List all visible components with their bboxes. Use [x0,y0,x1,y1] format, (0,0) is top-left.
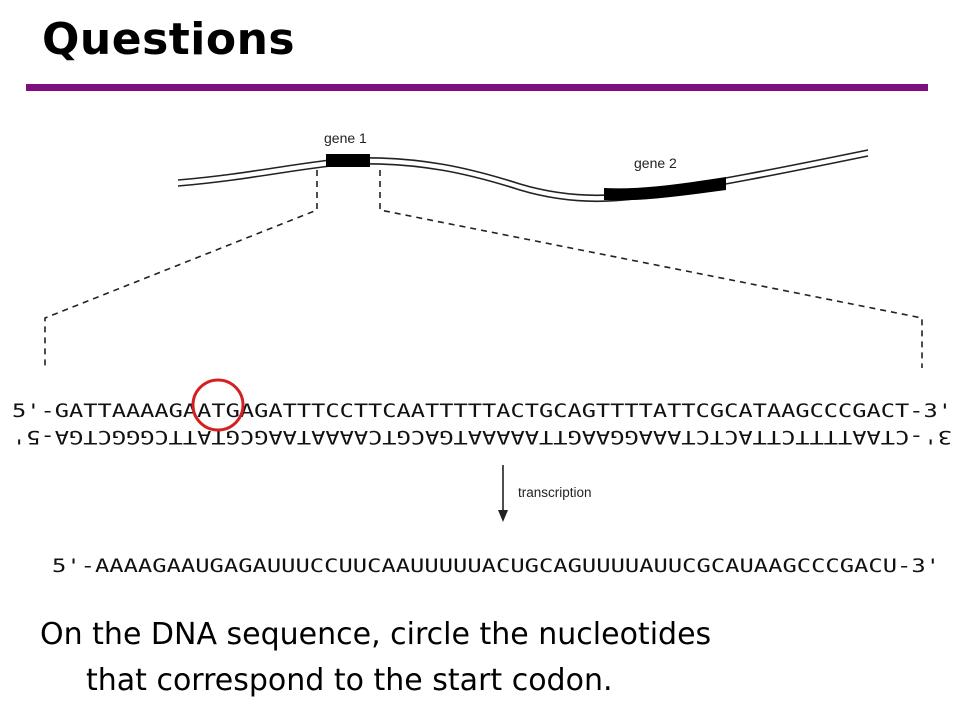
start-codon-circle[interactable] [191,378,245,432]
gene-2-label: gene 2 [634,155,677,171]
dna-top-strand: 5'-GATTAAAAGAATGAGATTTCCTTCAATTTTTACTGCA… [12,401,952,422]
dna-bottom-strand: 3'-CTAATTTTCTTACTCTAAAGGAAGTTAAAAATGACGT… [12,426,952,447]
question-line-2: that correspond to the start codon. [86,663,613,698]
gene-2-block [604,177,726,201]
slide-title: Questions [42,14,296,65]
gene-transcription-diagram: gene 1 gene 2 5'-GATTAAAAGAATGAGATTTCCTT… [12,130,952,577]
mrna-strand: 5'-AAAAGAAUGAGAUUUCCUUCAAUUUUUACUGCAGUUU… [52,556,940,577]
gene-1-label: gene 1 [324,130,367,146]
question-line-1: On the DNA sequence, circle the nucleoti… [40,617,712,652]
transcription-label: transcription [518,485,592,500]
gene-1-block [326,154,370,167]
chromosome-strand [177,149,869,203]
transcription-arrow [498,465,508,522]
title-rule [26,84,928,91]
question-text: On the DNA sequence, circle the nucleoti… [40,612,920,704]
zoom-guide-lines [44,170,923,368]
